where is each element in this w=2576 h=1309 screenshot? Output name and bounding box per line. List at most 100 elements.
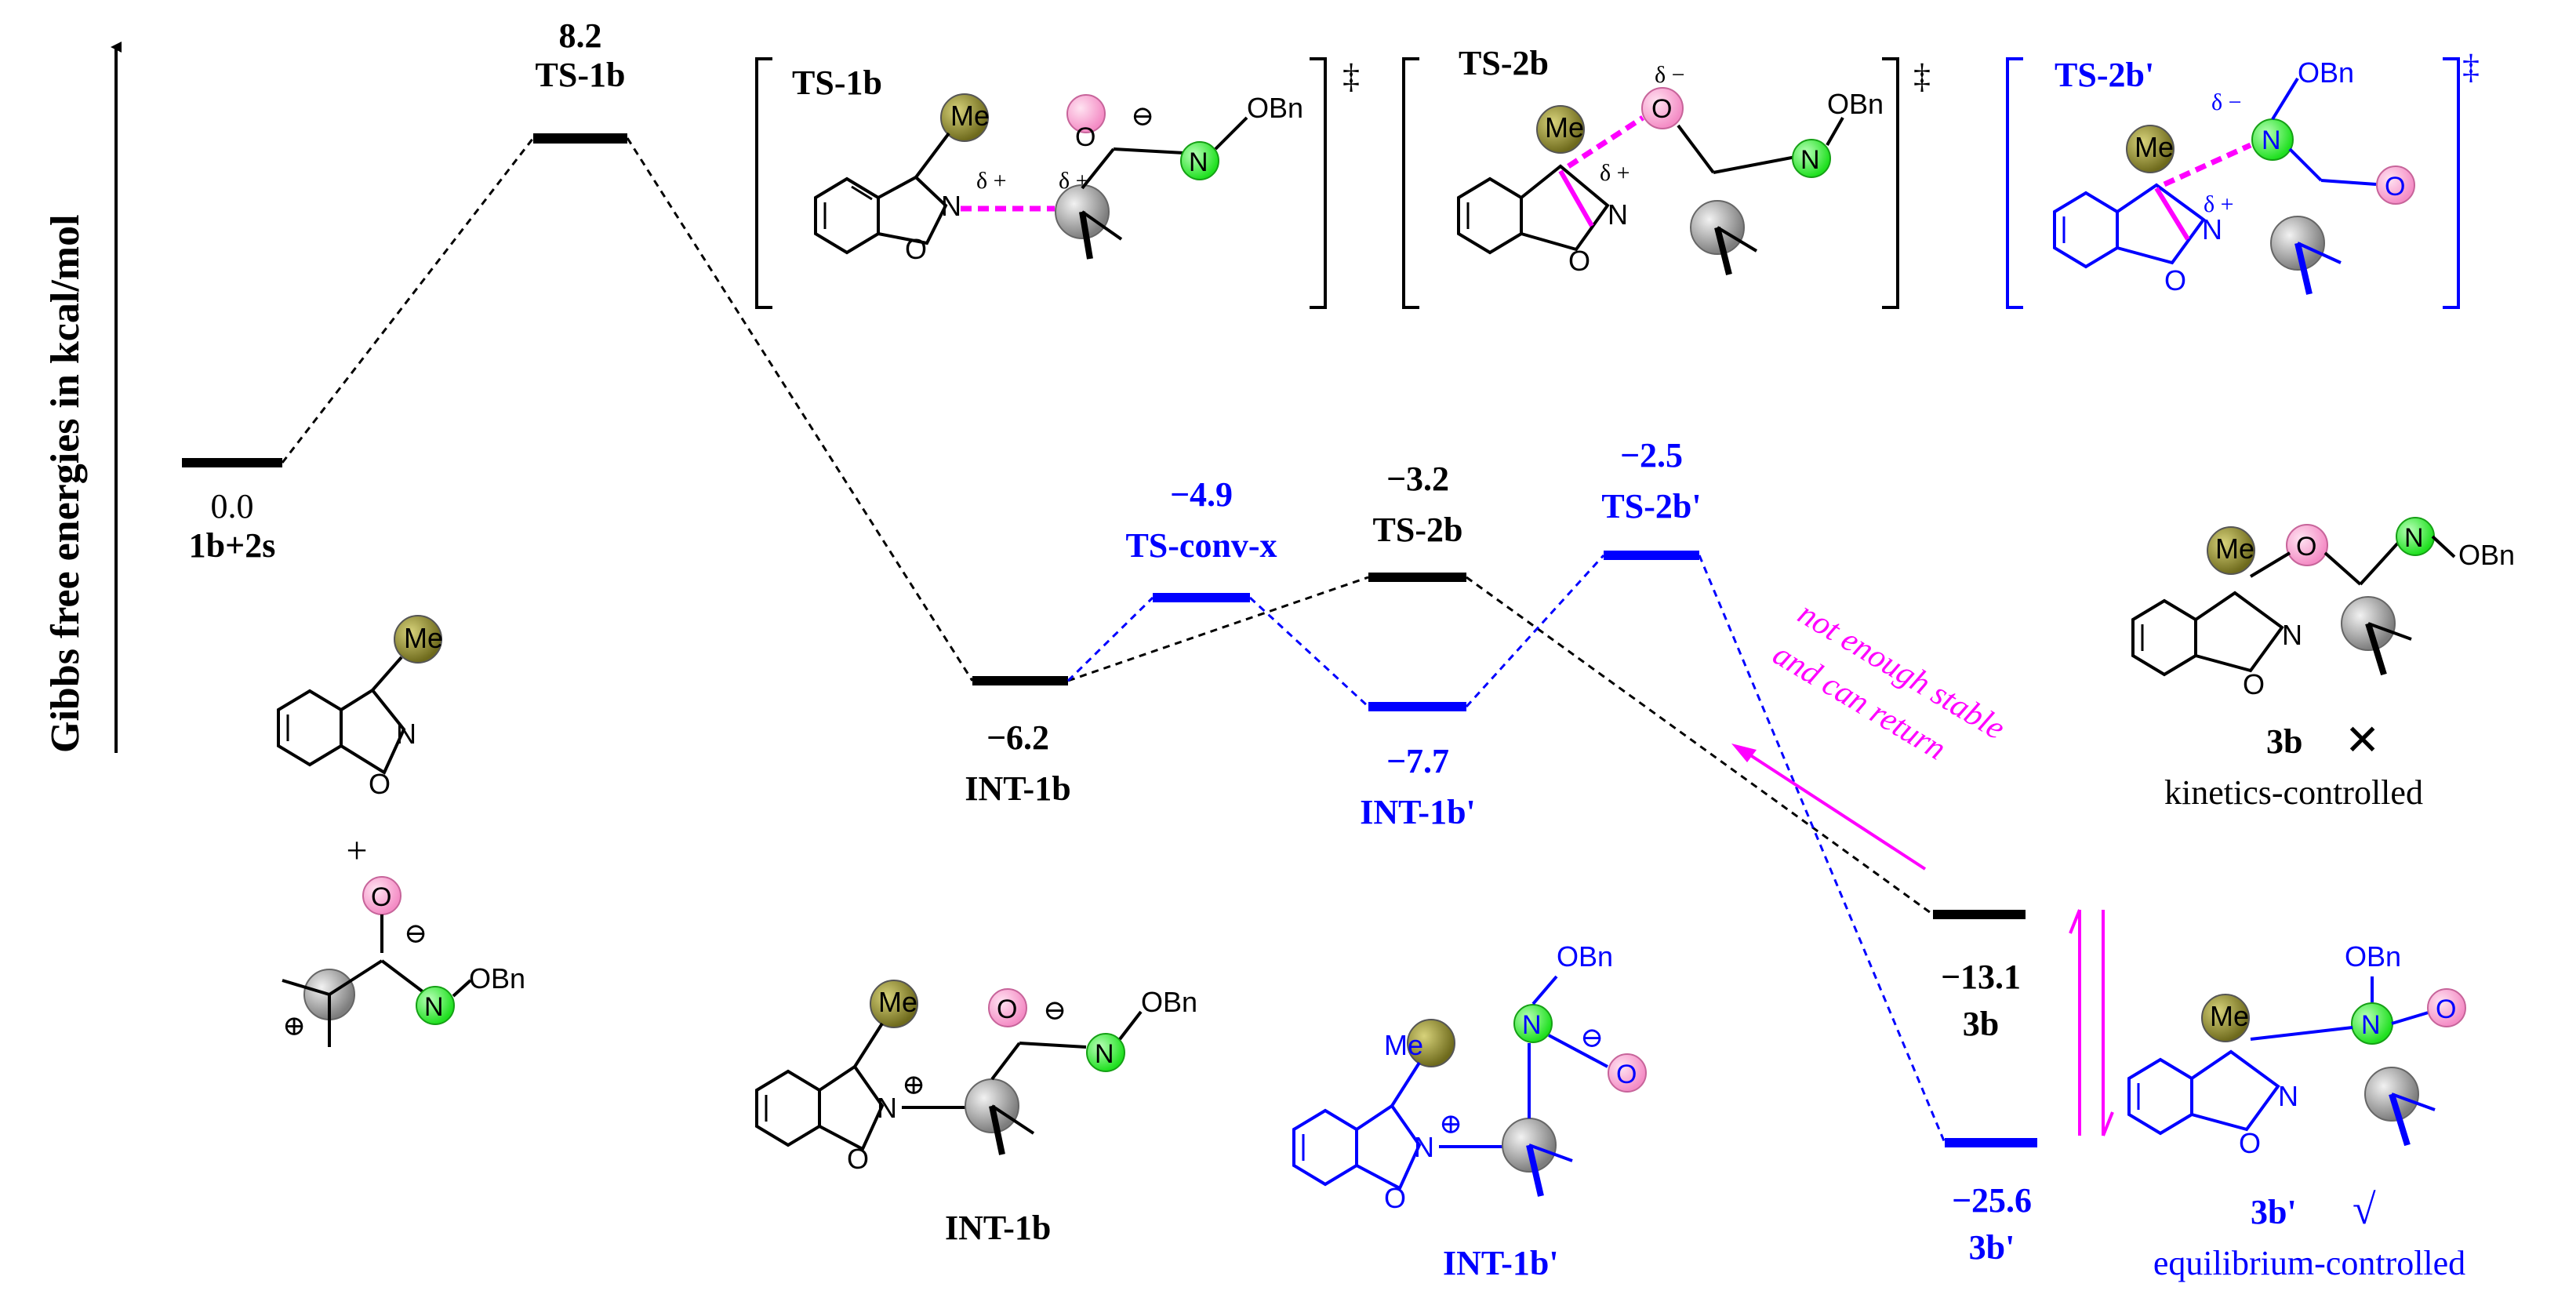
- svg-text:OBn: OBn: [2345, 940, 2401, 973]
- svg-text:Me: Me: [878, 986, 917, 1018]
- svg-text:N: N: [1522, 1010, 1542, 1040]
- svg-text:OBn: OBn: [1557, 940, 1613, 973]
- svg-text:‡: ‡: [1913, 57, 1931, 96]
- level-start: [182, 458, 282, 467]
- svg-text:‡: ‡: [2462, 48, 2480, 86]
- svg-text:δ −: δ −: [1655, 62, 1685, 88]
- svg-text:O: O: [371, 882, 391, 912]
- svg-text:TS-2b': TS-2b': [2055, 56, 2154, 94]
- y-axis-label: Gibbs free energies in kcal/mol: [43, 214, 88, 753]
- equilibrium-arrows: [2069, 909, 2114, 1136]
- svg-text:O: O: [2239, 1127, 2261, 1159]
- svg-text:δ −: δ −: [2211, 89, 2242, 115]
- name-start: 1b+2s: [189, 526, 276, 565]
- svg-text:δ +: δ +: [976, 168, 1007, 194]
- level-3bp: [1945, 1138, 2037, 1147]
- energy-ts2bp: −2.5: [1620, 436, 1683, 475]
- svg-text:⊖: ⊖: [1580, 1022, 1604, 1053]
- structure-reactant1: Me N O: [277, 615, 443, 800]
- svg-text:N: N: [1800, 145, 1820, 175]
- ts1b-label: TS-1b: [792, 64, 882, 102]
- ts1b-dagger: ‡: [1342, 57, 1360, 96]
- svg-text:N: N: [2202, 213, 2222, 245]
- svg-text:⊕: ⊕: [902, 1069, 925, 1100]
- energy-int1b: −6.2: [986, 718, 1049, 757]
- energy-levels: [182, 133, 2037, 1147]
- svg-text:N: N: [2278, 1080, 2298, 1112]
- svg-text:Me: Me: [2210, 1000, 2249, 1032]
- level-connectors: [281, 137, 1946, 1144]
- svg-text:kinetics-controlled: kinetics-controlled: [2164, 773, 2423, 812]
- svg-text:N: N: [941, 190, 961, 222]
- structure-int1bp: Me N ⊕ O N OBn ⊖ O INT-1b': [1292, 940, 1647, 1282]
- svg-text:INT-1b': INT-1b': [1443, 1244, 1559, 1282]
- svg-text:Me: Me: [1384, 1029, 1423, 1061]
- svg-text:Me: Me: [2135, 131, 2174, 163]
- svg-text:⊕: ⊕: [1439, 1108, 1462, 1140]
- level-ts1b: [533, 133, 627, 144]
- energy-3b: −13.1: [1941, 958, 2021, 996]
- svg-text:√: √: [2353, 1186, 2376, 1233]
- svg-text:N: N: [877, 1092, 897, 1124]
- svg-text:⊖: ⊖: [404, 918, 427, 949]
- svg-text:O: O: [1075, 122, 1095, 152]
- svg-text:OBn: OBn: [1827, 88, 1884, 120]
- svg-text:O: O: [2243, 668, 2265, 700]
- return-arrow: [1739, 747, 1927, 871]
- energy-ts2b: −3.2: [1386, 460, 1449, 498]
- svg-text:O: O: [1616, 1060, 1637, 1089]
- svg-text:INT-1b: INT-1b: [945, 1209, 1051, 1247]
- svg-text:⊖: ⊖: [1043, 994, 1066, 1026]
- svg-text:N: N: [2361, 1010, 2381, 1040]
- svg-text:Me: Me: [950, 100, 990, 132]
- name-ts2b: TS-2b: [1373, 511, 1463, 549]
- return-arrow-head: [1731, 744, 1757, 762]
- level-labels: 0.0 1b+2s 8.2 TS-1b −6.2 INT-1b −4.9 TS-…: [189, 16, 2032, 1267]
- energy-tsconv: −4.9: [1170, 475, 1233, 514]
- svg-text:N: N: [424, 992, 444, 1022]
- svg-text:O: O: [1651, 94, 1672, 124]
- svg-text:O: O: [1568, 245, 1590, 277]
- structure-ts1b: ‡ TS-1b Me N O δ + δ + O ⊖ N OBn: [755, 57, 1360, 309]
- connector-tsconv-int1bp: [1248, 596, 1370, 708]
- name-tsconv: TS-conv-x: [1125, 526, 1277, 565]
- svg-text:N: N: [1608, 198, 1628, 231]
- svg-text:⊕: ⊕: [282, 1010, 306, 1042]
- bracket-left: [755, 57, 772, 309]
- structure-ts2bp: ‡ TS-2b' Me N O N δ − δ + OBn O: [2006, 48, 2480, 309]
- svg-text:δ +: δ +: [2204, 191, 2234, 217]
- level-3b: [1933, 910, 2026, 919]
- name-3bp: 3b': [1969, 1228, 2015, 1267]
- structure-3bp: Me N OBn O N O 3b' √ equilibrium-control…: [2127, 940, 2466, 1282]
- svg-text:equilibrium-controlled: equilibrium-controlled: [2153, 1244, 2465, 1282]
- svg-text:✕: ✕: [2345, 717, 2380, 764]
- svg-text:O: O: [2164, 264, 2186, 296]
- connector-int1bp-ts2bp: [1465, 554, 1605, 708]
- structure-int1b: Me N ⊕ O O ⊖ N OBn INT-1b: [755, 980, 1197, 1247]
- svg-text:N: N: [1414, 1131, 1434, 1163]
- bracket-right: [1310, 57, 1327, 309]
- svg-text:OBn: OBn: [2298, 56, 2354, 89]
- svg-text:3b: 3b: [2266, 722, 2302, 761]
- name-ts2bp: TS-2b': [1601, 487, 1701, 525]
- svg-text:N: N: [2262, 125, 2281, 155]
- plus-sign: +: [346, 830, 367, 871]
- svg-text:OBn: OBn: [1141, 986, 1197, 1018]
- connector-ts2bp-3bp: [1698, 555, 1946, 1144]
- structure-ts2b: ‡ TS-2b Me N O O δ − δ + N OBn: [1402, 44, 1931, 309]
- name-int1bp: INT-1b': [1360, 793, 1476, 831]
- connector-int1b-ts2b: [1067, 576, 1369, 682]
- svg-text:N: N: [1189, 147, 1208, 177]
- svg-text:Me: Me: [1545, 111, 1584, 144]
- svg-text:O: O: [1384, 1182, 1406, 1214]
- svg-text:N: N: [2282, 619, 2302, 651]
- level-ts2bp: [1604, 551, 1699, 560]
- y-axis: Gibbs free energies in kcal/mol: [43, 42, 122, 753]
- level-int1b: [972, 676, 1068, 685]
- structure-3b: Me O N OBn N O 3b ✕ kinetics-controlled: [2131, 517, 2515, 812]
- energy-ts1b: 8.2: [559, 16, 602, 55]
- energy-3bp: −25.6: [1952, 1181, 2032, 1220]
- svg-text:O: O: [369, 768, 391, 800]
- name-int1b: INT-1b: [965, 769, 1070, 808]
